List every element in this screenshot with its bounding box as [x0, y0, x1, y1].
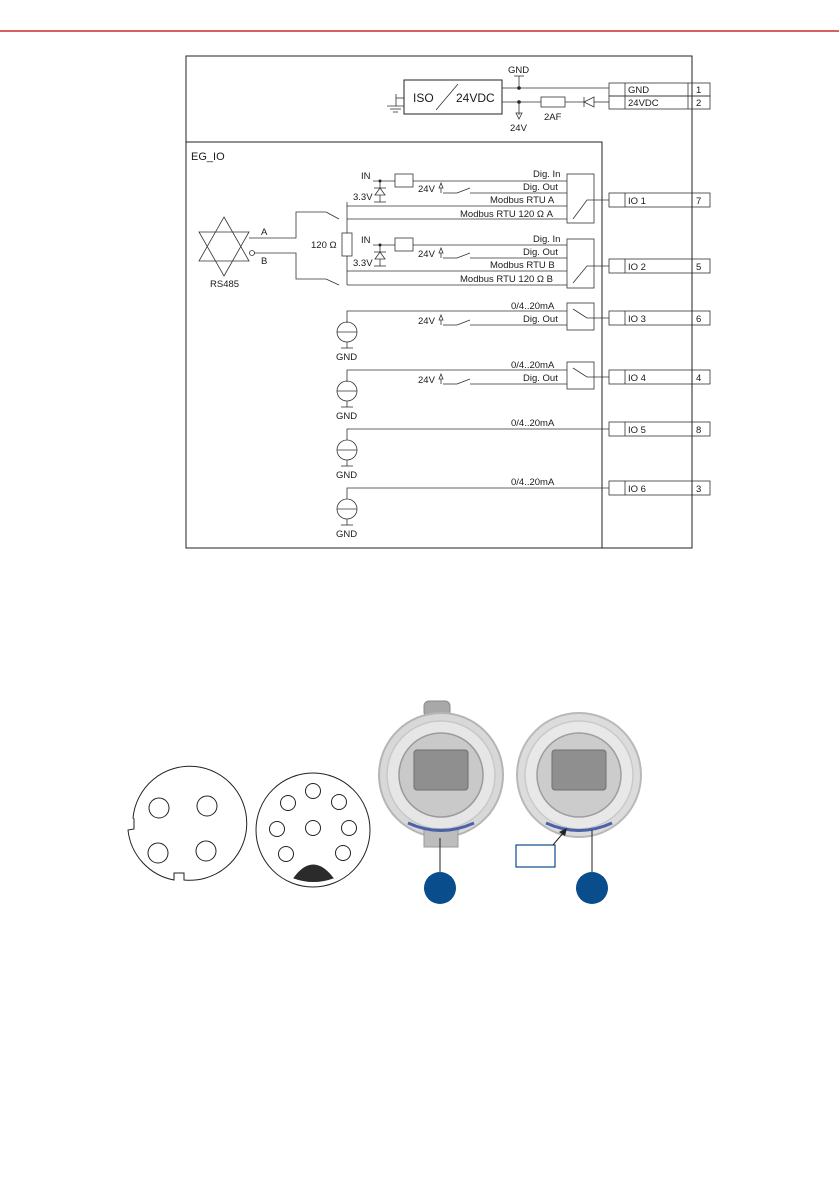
device-with-connector	[515, 712, 642, 904]
dig-out-label: Dig. Out	[523, 182, 558, 193]
modbus-term-label: Modbus RTU 120 Ω A	[460, 209, 554, 220]
terminal-name: IO 3	[628, 314, 646, 325]
terminal-table: GND 1 24VDC 2 IO 1 7 IO 2 5 IO 3 6 IO 4 …	[608, 82, 711, 496]
v24-label: 24V	[418, 375, 436, 386]
pin-hole	[341, 820, 357, 836]
terminal-name: GND	[628, 85, 649, 96]
channel-io5: 0/4..20mA GND	[336, 418, 609, 481]
termination-resistor-icon	[341, 232, 353, 257]
power-section: ISO 24VDC GND 24V 2AF	[387, 65, 609, 134]
terminal-pin: 4	[696, 373, 701, 384]
bus-b-label: B	[261, 256, 267, 267]
gnd-label: GND	[336, 411, 357, 422]
arrow-icon	[559, 828, 567, 836]
pin-hole	[280, 795, 296, 811]
v24-label: 24V	[418, 184, 436, 195]
dig-out-label: Dig. Out	[523, 373, 558, 384]
callout-marker	[424, 872, 456, 904]
resistor-label: 120 Ω	[311, 240, 337, 251]
terminal-name: IO 4	[628, 373, 646, 384]
gnd-top-label: GND	[508, 65, 529, 76]
channel-io1: IN 3.3V Dig. In 24V Dig. Out Modbus RTU …	[347, 169, 609, 224]
dig-out-label: Dig. Out	[523, 247, 558, 258]
zener-diode-icon	[374, 187, 386, 196]
terminal-name: IO 1	[628, 196, 646, 207]
pin-hole	[331, 794, 347, 810]
terminal-pin: 5	[696, 262, 701, 273]
modbus-term-label: Modbus RTU 120 Ω B	[460, 274, 553, 285]
switch-box	[566, 302, 595, 331]
eg-io-module-frame	[185, 141, 603, 549]
fuse-icon	[540, 96, 566, 108]
zener-diode-icon	[374, 251, 386, 260]
channel-io3: 0/4..20mA GND 24V Dig. Out	[336, 301, 609, 363]
v24-label: 24V	[418, 249, 436, 260]
rs485-symbol-icon	[198, 216, 250, 277]
connector-4pin-diagram	[127, 765, 248, 881]
wiring-schematic: EG_IO ISO 24VDC GND 2 4	[185, 55, 711, 549]
iso-converter-block	[403, 79, 503, 115]
terminal-pin: 2	[696, 98, 701, 109]
analog-label: 0/4..20mA	[511, 360, 555, 371]
connector-8pin-diagram	[255, 772, 371, 888]
eg-io-label: EG_IO	[191, 151, 225, 163]
schematic-frame	[185, 55, 693, 549]
rs485-label: RS485	[210, 279, 239, 290]
pin-hole	[269, 821, 285, 837]
fuse-label: 2AF	[544, 112, 562, 123]
device-display	[413, 749, 469, 791]
pin-hole	[278, 846, 294, 862]
gnd-label: GND	[336, 529, 357, 540]
in-label: IN	[361, 171, 371, 182]
switch-box	[566, 238, 595, 289]
pin-hole	[305, 820, 321, 836]
iso-label: ISO	[413, 91, 434, 105]
terminal-name: IO 5	[628, 425, 646, 436]
analog-label: 0/4..20mA	[511, 418, 555, 429]
dig-in-label: Dig. In	[533, 169, 560, 180]
terminal-pin: 7	[696, 196, 701, 207]
terminal-pin: 3	[696, 484, 701, 495]
terminal-name: IO 2	[628, 262, 646, 273]
analog-label: 0/4..20mA	[511, 301, 555, 312]
pin-hole	[196, 795, 218, 817]
dig-in-label: Dig. In	[533, 234, 560, 245]
device-with-cable-gland	[378, 700, 504, 904]
channel-io4: 0/4..20mA GND 24V Dig. Out	[336, 360, 609, 422]
terminal-name: IO 6	[628, 484, 646, 495]
analog-label: 0/4..20mA	[511, 477, 555, 488]
gnd-label: GND	[336, 470, 357, 481]
switch-box	[566, 173, 595, 224]
v33-label: 3.3V	[353, 258, 373, 269]
diode-icon	[583, 96, 595, 108]
pin-hole	[148, 797, 170, 819]
gnd-label: GND	[336, 352, 357, 363]
terminal-pin: 8	[696, 425, 701, 436]
device-display	[551, 749, 607, 791]
pin-hole	[305, 783, 321, 799]
v24-label: 24V	[418, 316, 436, 327]
dig-out-label: Dig. Out	[523, 314, 558, 325]
channel-io6: 0/4..20mA GND	[336, 477, 609, 540]
pin-hole	[335, 845, 351, 861]
bus-a-label: A	[261, 227, 268, 238]
switch-box	[566, 361, 595, 390]
in-label: IN	[361, 235, 371, 246]
callout-label-box	[515, 844, 556, 868]
v24-bottom-label: 24V	[510, 123, 528, 134]
v33-label: 3.3V	[353, 192, 373, 203]
terminal-pin: 6	[696, 314, 701, 325]
callout-marker	[576, 872, 608, 904]
terminal-pin: 1	[696, 85, 701, 96]
connector-key-notch	[293, 864, 334, 882]
modbus-label: Modbus RTU B	[490, 260, 555, 271]
pin-hole	[195, 840, 217, 862]
channel-io2: IN 3.3V Dig. In 24V Dig. Out Modbus RTU …	[347, 234, 609, 289]
modbus-label: Modbus RTU A	[490, 195, 555, 206]
terminal-name: 24VDC	[628, 98, 659, 109]
supply-24vdc-label: 24VDC	[456, 91, 495, 105]
pin-hole	[147, 842, 169, 864]
